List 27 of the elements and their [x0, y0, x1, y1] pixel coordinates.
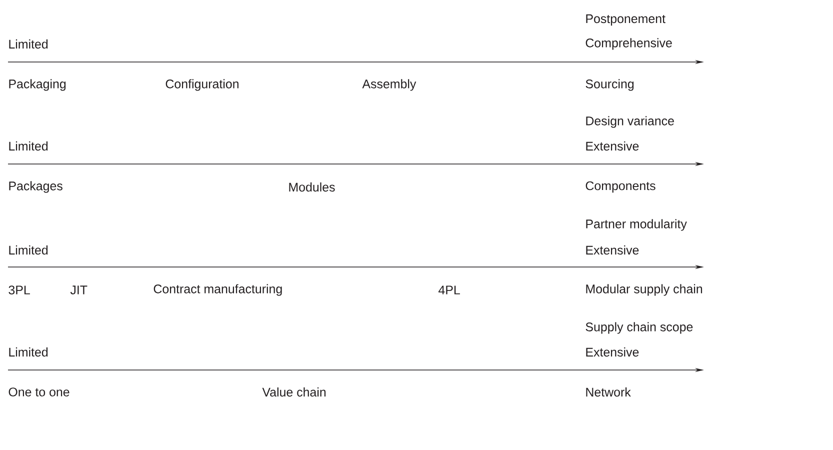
- scale-title: Postponement: [586, 14, 666, 26]
- scale-item-label: Modules: [289, 182, 335, 192]
- scale-end-label: Extensive: [586, 245, 639, 255]
- scale-title: Supply chain scope: [586, 322, 693, 334]
- scale-item-label: Contract manufacturing: [154, 284, 282, 296]
- scale-item-label: Packages: [9, 181, 62, 193]
- scale-title: Partner modularity: [586, 219, 687, 231]
- scale-end-label: Extensive: [586, 141, 639, 151]
- scale-item-label: Modular supply chain: [586, 284, 702, 296]
- scale-end-label: Comprehensive: [586, 38, 672, 50]
- scale-title: Design variance: [586, 116, 674, 128]
- scale-item-label: Configuration: [166, 79, 238, 91]
- scale-item-label: Components: [586, 181, 656, 193]
- scale-item-label: Assembly: [362, 79, 416, 91]
- scale-item-label: 3PL: [8, 286, 30, 294]
- scale-item-label: Network: [586, 387, 631, 397]
- scale-item-label: Value chain: [262, 387, 326, 397]
- scale-item-label: Packaging: [9, 79, 66, 91]
- scale-end-label: Limited: [9, 141, 48, 151]
- scale-end-label: Limited: [9, 39, 48, 49]
- scale-end-label: Limited: [9, 245, 48, 255]
- scale-item-label: Sourcing: [586, 79, 634, 91]
- scale-end-label: Extensive: [586, 347, 639, 357]
- scale-end-label: Limited: [9, 347, 48, 357]
- scale-item-label: 4PL: [438, 286, 460, 294]
- scale-item-label: One to one: [8, 388, 70, 396]
- scale-item-label: JIT: [70, 286, 88, 294]
